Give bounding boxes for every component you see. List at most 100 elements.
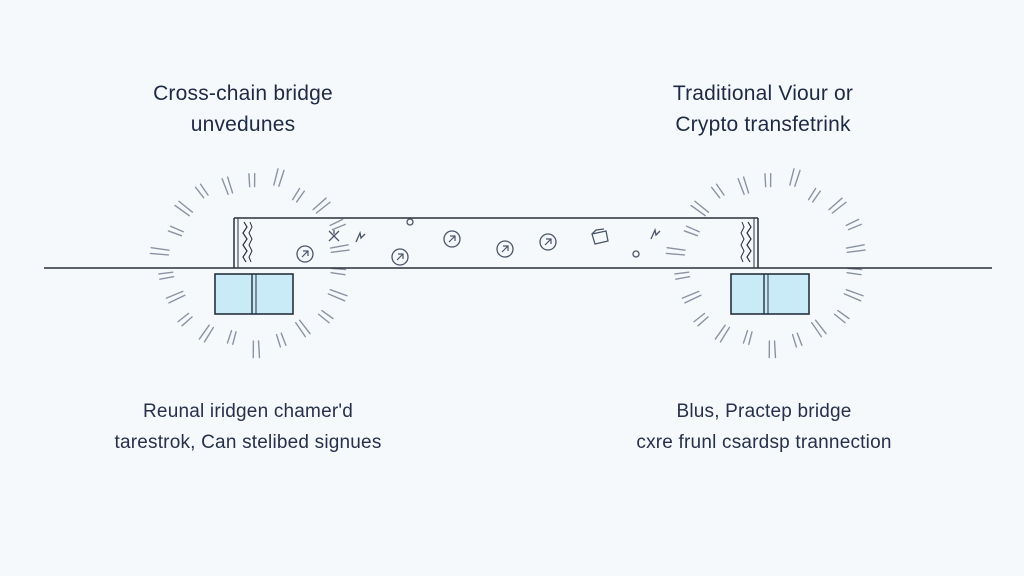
ray-line bbox=[773, 340, 777, 359]
wallet-icon bbox=[591, 228, 609, 245]
ray-line bbox=[737, 177, 745, 196]
ray-line bbox=[674, 271, 690, 275]
caption-bottom-left: Reunal iridgen chamer'd tarestrok, Can s… bbox=[72, 396, 424, 458]
bolt-icon bbox=[355, 230, 366, 243]
ray-line bbox=[273, 168, 279, 186]
ray-line bbox=[165, 290, 184, 299]
ray-line bbox=[329, 244, 349, 249]
ray-line bbox=[174, 204, 190, 217]
ray-line bbox=[715, 183, 725, 196]
token-icons bbox=[296, 218, 661, 266]
ray-line bbox=[158, 271, 174, 275]
ray-line bbox=[675, 275, 691, 280]
ray-line bbox=[312, 197, 327, 211]
ray-line bbox=[828, 197, 843, 211]
ray-line bbox=[789, 168, 795, 186]
ray-line bbox=[807, 187, 817, 201]
radiating-lines-left bbox=[149, 168, 350, 359]
ray-line bbox=[710, 186, 721, 199]
ray-line bbox=[198, 324, 210, 340]
ray-line bbox=[329, 218, 344, 227]
ray-line bbox=[846, 249, 866, 253]
ray-line bbox=[748, 331, 753, 346]
ray-line bbox=[684, 294, 702, 304]
caption-bottom-left-line-1: Reunal iridgen chamer'd bbox=[143, 401, 353, 422]
ray-line bbox=[294, 321, 307, 338]
ray-line bbox=[811, 190, 821, 203]
ray-line bbox=[248, 173, 251, 188]
ray-line bbox=[796, 332, 803, 347]
ray-line bbox=[199, 183, 209, 196]
caption-bottom-right-line-2: cxre frunl csardsp trannection bbox=[636, 432, 892, 453]
ray-line bbox=[331, 223, 346, 231]
ray-line bbox=[833, 313, 846, 324]
ray-line bbox=[181, 316, 193, 327]
ray-line bbox=[694, 200, 710, 213]
ray-line bbox=[681, 290, 700, 299]
ray-line bbox=[814, 319, 827, 335]
ray-line bbox=[714, 324, 726, 340]
ray-line bbox=[203, 326, 215, 343]
ray-line bbox=[177, 312, 190, 323]
ray-line bbox=[690, 204, 706, 217]
ray-line bbox=[791, 333, 798, 348]
ray-line bbox=[194, 186, 205, 199]
ray-line bbox=[330, 249, 350, 253]
ray-line bbox=[178, 200, 194, 213]
ray-line bbox=[742, 330, 749, 344]
ray-line bbox=[226, 330, 233, 344]
ray-line bbox=[831, 201, 847, 214]
ray-line bbox=[764, 173, 767, 188]
caption-top-left-line-2: unvedunes bbox=[190, 113, 296, 136]
ray-line bbox=[327, 293, 346, 302]
bridge bbox=[233, 217, 759, 268]
ray-line bbox=[845, 218, 860, 227]
coin-icon bbox=[443, 230, 461, 248]
caption-top-left: Cross-chain bridge unvedunes bbox=[112, 78, 374, 140]
ray-line bbox=[298, 319, 311, 335]
ray-line bbox=[226, 176, 234, 194]
chain-node-right bbox=[730, 273, 810, 315]
bridge-pillar-right bbox=[740, 218, 759, 268]
ray-line bbox=[685, 225, 700, 233]
caption-bottom-left-line-2: tarestrok, Can stelibed signues bbox=[114, 432, 382, 453]
coin-icon bbox=[391, 248, 409, 266]
ray-line bbox=[169, 225, 184, 233]
caption-bottom-right-line-1: Blus, Practep bridge bbox=[676, 401, 852, 422]
ray-line bbox=[159, 275, 175, 280]
sparkle-icon bbox=[328, 230, 340, 242]
ray-line bbox=[149, 252, 170, 256]
caption-top-right-line-1: Traditional Viour or bbox=[672, 82, 854, 105]
ray-line bbox=[150, 247, 170, 251]
ray-line bbox=[847, 223, 862, 231]
ray-line bbox=[666, 247, 686, 251]
coin-icon bbox=[539, 233, 557, 251]
bridge-pillar-left bbox=[233, 218, 253, 268]
ray-line bbox=[665, 252, 686, 256]
ray-line bbox=[845, 244, 865, 249]
ray-line bbox=[295, 190, 305, 203]
ray-line bbox=[843, 293, 862, 302]
ray-line bbox=[693, 312, 706, 323]
ray-line bbox=[697, 316, 709, 327]
ray-line bbox=[167, 230, 183, 237]
coin-icon bbox=[296, 245, 314, 263]
ray-line bbox=[168, 294, 186, 304]
ray-line bbox=[742, 176, 750, 194]
ray-line bbox=[329, 288, 348, 297]
caption-top-right: Traditional Viour or Crypto transfetrink bbox=[630, 78, 896, 140]
ray-line bbox=[280, 332, 287, 347]
dot-icon bbox=[406, 218, 414, 226]
ray-line bbox=[683, 230, 699, 237]
ray-line bbox=[330, 272, 346, 276]
ray-line bbox=[278, 169, 285, 187]
ray-line bbox=[837, 309, 850, 320]
ray-line bbox=[719, 326, 731, 343]
caption-top-left-line-1: Cross-chain bridge bbox=[153, 82, 333, 105]
ray-line bbox=[810, 321, 823, 338]
ray-line bbox=[321, 309, 334, 320]
coin-icon bbox=[496, 240, 514, 258]
ray-line bbox=[315, 201, 331, 214]
caption-bottom-right: Blus, Practep bridge cxre frunl csardsp … bbox=[594, 396, 934, 458]
ray-line bbox=[317, 313, 330, 324]
